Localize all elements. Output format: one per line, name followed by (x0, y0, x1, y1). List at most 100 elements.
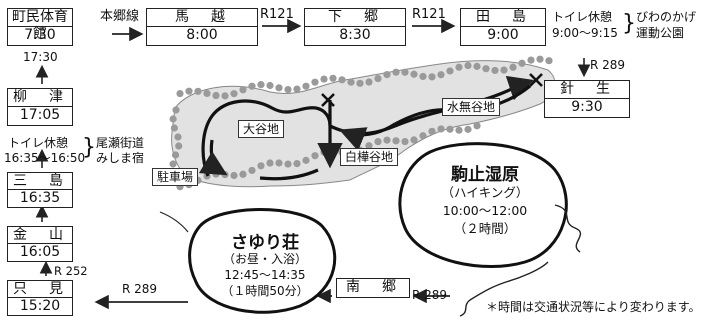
stop-time: 16:05 (19, 244, 61, 260)
komagatake-circle (398, 142, 568, 268)
tajima-place-1: びわのかげ (636, 10, 697, 24)
tree-icon (176, 89, 184, 98)
tree-icon (464, 61, 472, 70)
tree-icon (239, 86, 247, 94)
tree-icon (212, 170, 220, 178)
tree-icon (230, 90, 238, 98)
tree-icon (410, 136, 418, 144)
tree-icon (401, 137, 409, 146)
tree-icon (221, 171, 229, 179)
tree-icon (473, 62, 481, 70)
tree-icon (518, 59, 526, 67)
tree-icon (302, 82, 310, 90)
stop-name: 只 見 (8, 281, 72, 298)
tree-icon (410, 70, 418, 78)
gym-return-time: 17:30 (23, 50, 58, 64)
tree-icon (175, 142, 183, 150)
stop-mishima: 三 島 16:35 (7, 172, 73, 208)
tree-icon (248, 166, 256, 175)
tree-icon (446, 67, 454, 75)
stop-time: 9:00 (487, 27, 519, 43)
tree-icon (482, 65, 490, 73)
wetland-map (169, 55, 556, 191)
tree-icon (221, 92, 229, 100)
sayuri-duration: （１時間50分） (221, 284, 309, 298)
tree-icon (491, 66, 499, 75)
route-r289-bottom-right: R 289 (412, 288, 448, 302)
route-r289-bottom-left: R 289 (122, 282, 158, 296)
stop-time: 15:20 (19, 298, 61, 314)
tajima-brace: } (622, 11, 636, 36)
tree-icon (500, 66, 508, 74)
tree-icon (455, 126, 463, 134)
tree-icon (174, 133, 182, 141)
tree-icon (464, 125, 472, 133)
stop-tajima: 田 島 9:00 (460, 8, 546, 46)
map-label-ootani: 大谷地 (238, 120, 285, 138)
komagatake-time: 10:00〜12:00 (442, 203, 528, 218)
map-label-shirakaba: 白樺谷地 (340, 148, 399, 166)
tree-icon (536, 55, 544, 63)
route-r252: R 252 (54, 264, 88, 278)
stop-time: 8:30 (339, 27, 371, 43)
tree-icon (428, 73, 436, 81)
stop-name: 田 島 (461, 9, 545, 27)
route-r289-top: R 289 (590, 58, 626, 72)
tajima-place-2: 運動公園 (636, 26, 685, 40)
tree-icon (473, 122, 481, 130)
map-label-mizunashi: 水無谷地 (442, 98, 501, 116)
tree-icon (374, 74, 382, 83)
tree-icon (293, 85, 301, 93)
tree-icon (374, 138, 382, 146)
stop-gym: 町民体育館 7:30 (7, 8, 73, 46)
tree-icon (203, 89, 211, 97)
tree-icon (365, 78, 373, 86)
tree-icon (284, 160, 292, 168)
stop-time: 9:30 (571, 99, 603, 115)
tree-icon (257, 162, 265, 170)
tree-icon (230, 171, 238, 180)
stop-time: 16:35 (19, 190, 61, 206)
tree-icon (266, 159, 274, 167)
tree-icon (266, 81, 274, 90)
tree-icon (248, 82, 256, 90)
tree-icon (302, 156, 310, 164)
stop-name: 金 山 (8, 227, 72, 244)
mishima-break-time: 16:35〜16:50 (4, 151, 86, 165)
tree-icon (185, 87, 193, 95)
tree-icon (275, 84, 283, 92)
stop-name: 柳 津 (8, 89, 72, 107)
mishima-place-2: みしま宿 (96, 151, 145, 165)
komagatake-duration: （２時間） (453, 221, 517, 236)
tree-icon (171, 151, 180, 159)
tree-icon (527, 56, 535, 64)
route-r121-b: R121 (412, 7, 446, 22)
stop-name: 針 生 (545, 81, 629, 99)
stop-time: 17:05 (19, 107, 61, 123)
komagatake-sub: （ハイキング） (441, 185, 529, 200)
tree-icon (392, 68, 400, 76)
map-label-parking: 駐車場 (152, 168, 199, 186)
tajima-break-time: 9:00〜9:15 (552, 26, 618, 40)
stop-time: 8:00 (186, 27, 218, 43)
tree-icon (383, 136, 391, 144)
tree-icon (275, 159, 283, 167)
tree-icon (446, 125, 454, 133)
stop-name: 南 郷 (346, 279, 400, 295)
tree-icon (383, 71, 391, 79)
mishima-place-1: 尾瀬街道 (96, 136, 145, 150)
tree-icon (257, 81, 265, 89)
stop-minamigo: 南 郷 (336, 278, 410, 298)
route-r121-a: R121 (260, 7, 294, 22)
tree-icon (347, 78, 355, 86)
tree-icon (392, 137, 400, 145)
stop-maeoshi: 馬 越 8:00 (146, 8, 258, 46)
stop-shimogo: 下 郷 8:30 (304, 8, 406, 46)
tree-icon (428, 127, 436, 135)
tree-icon (329, 74, 337, 82)
mishima-brace: } (82, 135, 96, 160)
tree-icon (284, 85, 292, 94)
komagatake-title: 駒止湿原 (451, 165, 519, 185)
stop-name: 町民体育館 (8, 9, 72, 42)
